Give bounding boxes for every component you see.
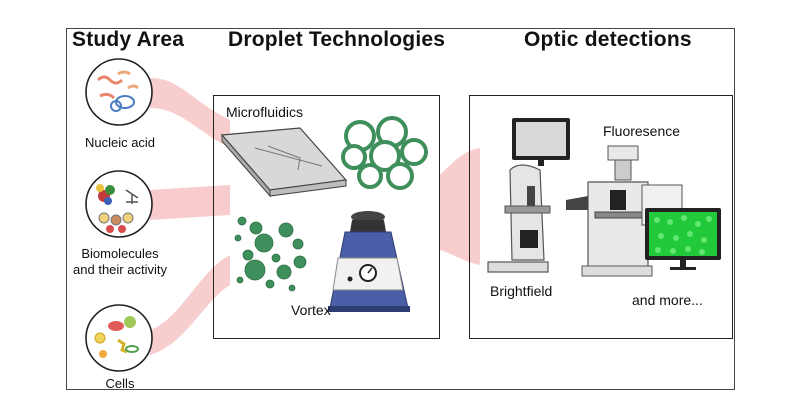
fluorescence-label: Fluoresence [603,123,681,139]
fluorescence-microscope-icon [566,145,683,277]
flow-band-nucleic-acid [150,78,230,148]
optic-detections-panel [469,95,733,339]
flow-band-cells [150,255,230,355]
heading-optic-detections: Optic detections [524,28,692,51]
brightfield-label: Brightfield [490,283,553,299]
fluorescence-monitor-icon [645,208,721,270]
study-label-biomolecules-line2: and their activity [73,262,167,277]
study-label-nucleic-acid: Nucleic acid [84,135,156,150]
flow-band-biomolecules [150,185,230,220]
biomolecule-circle [85,170,153,238]
heading-droplet-technologies: Droplet Technologies [228,28,446,51]
microfluidic-chip-icon [220,127,348,198]
study-label-biomolecules-line1: Biomolecules [81,246,159,261]
cells-circle [85,304,153,372]
vortex-label: Vortex [291,302,331,318]
brightfield-microscope-icon [487,118,570,273]
study-label-biomolecules: Biomolecules and their activity [58,246,182,278]
packed-droplets-icon [341,116,428,190]
vortex-mixer-icon [328,211,410,312]
heading-study-area: Study Area [72,28,185,51]
flow-band-to-optics [440,148,480,265]
and-more-label: and more... [632,292,703,308]
nucleic-acid-circle [85,58,153,126]
study-label-cells: Cells [105,376,135,391]
scattered-droplets-icon [234,216,307,292]
microfluidics-label: Microfluidics [226,104,304,120]
droplet-technologies-panel [213,95,440,339]
figure-frame [66,28,735,390]
flow-bands [150,78,480,355]
